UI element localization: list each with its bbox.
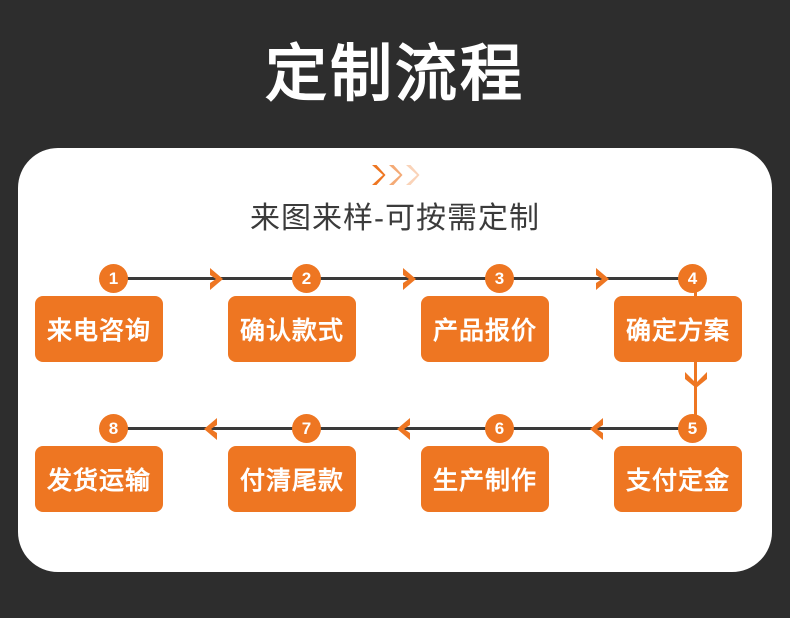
- step-box-2[interactable]: 确认款式: [228, 296, 356, 362]
- step-box-4[interactable]: 确定方案: [614, 296, 742, 362]
- flow-row-bottom: 8 7 6 5 发货运输 付清尾款 生产制作 支付定金: [18, 406, 772, 526]
- step-number-6: 6: [485, 414, 514, 443]
- chevron-right-icon-3: [405, 165, 419, 185]
- step-number-8: 8: [99, 414, 128, 443]
- arrow-left-icon-2: [397, 418, 410, 440]
- step-number-5: 5: [678, 414, 707, 443]
- flow-row-top: 1 2 3 4 来电咨询 确认款式 产品报价 确定方案: [18, 256, 772, 376]
- step-box-6[interactable]: 生产制作: [421, 446, 549, 512]
- step-number-7: 7: [292, 414, 321, 443]
- chevron-right-icon-1: [371, 165, 385, 185]
- arrow-left-icon-1: [204, 418, 217, 440]
- connector-rail-top: [100, 277, 696, 280]
- step-number-2: 2: [292, 264, 321, 293]
- step-box-3[interactable]: 产品报价: [421, 296, 549, 362]
- process-card: 来图来样-可按需定制 1 2 3 4 来电咨询 确认款式 产品报价: [18, 148, 772, 572]
- step-box-5[interactable]: 支付定金: [614, 446, 742, 512]
- step-box-8[interactable]: 发货运输: [35, 446, 163, 512]
- arrow-right-icon-1: [210, 268, 223, 290]
- step-number-3: 3: [485, 264, 514, 293]
- chevron-decoration: [18, 162, 772, 188]
- arrow-down-icon: [685, 372, 707, 388]
- arrow-right-icon-3: [596, 268, 609, 290]
- step-number-1: 1: [99, 264, 128, 293]
- step-box-1[interactable]: 来电咨询: [35, 296, 163, 362]
- arrow-right-icon-2: [403, 268, 416, 290]
- page-title: 定制流程: [264, 40, 525, 109]
- arrow-left-icon-3: [590, 418, 603, 440]
- chevron-right-icon-2: [388, 165, 402, 185]
- step-number-4: 4: [678, 264, 707, 293]
- step-box-7[interactable]: 付清尾款: [228, 446, 356, 512]
- subtitle: 来图来样-可按需定制: [250, 202, 540, 235]
